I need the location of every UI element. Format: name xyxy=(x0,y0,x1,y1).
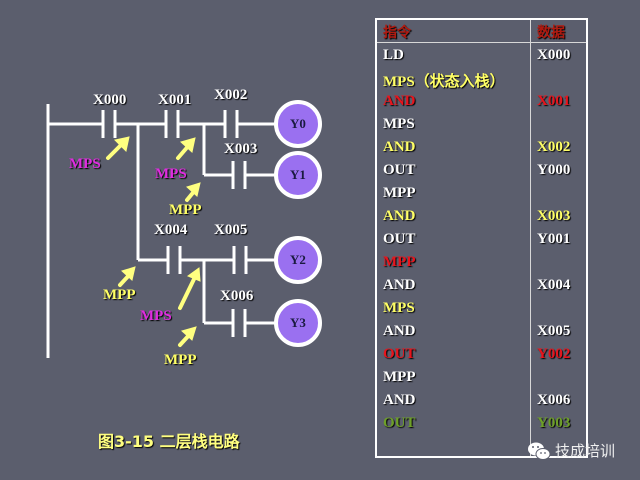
table-row: AND X001 xyxy=(377,93,586,116)
row-data: X002 xyxy=(537,139,571,155)
table-row: MPS xyxy=(377,300,586,323)
coil-label: Y3 xyxy=(290,315,306,330)
annotation-mps: MPS xyxy=(140,308,172,324)
row-command: OUT xyxy=(383,415,416,431)
row-data: Y000 xyxy=(537,162,571,178)
annotation-mpp: MPP xyxy=(103,287,136,303)
table-row: AND X005 xyxy=(377,323,586,346)
table-row: AND X003 xyxy=(377,208,586,231)
row-command: OUT xyxy=(383,231,416,247)
table-row: MPS xyxy=(377,116,586,139)
contact-label-x000: X000 xyxy=(93,92,127,108)
table-row: OUT Y001 xyxy=(377,231,586,254)
contact-x005 xyxy=(232,246,248,274)
coil-y2: Y2 xyxy=(274,236,322,284)
arrow-icon xyxy=(118,266,136,287)
row-data: X006 xyxy=(537,392,571,408)
annotation-mps: MPS xyxy=(155,166,187,182)
row-command: OUT xyxy=(383,162,416,178)
header-data: 数据 xyxy=(537,25,565,41)
row-command: MPS xyxy=(383,300,415,316)
arrow-icon xyxy=(176,137,196,160)
wechat-icon xyxy=(528,442,551,460)
annotation-mpp: MPP xyxy=(164,352,197,368)
row-data: Y002 xyxy=(537,346,571,362)
table-row: AND X006 xyxy=(377,392,586,415)
contact-x000 xyxy=(101,110,117,138)
row-command: MPS（状态入栈） xyxy=(383,74,505,90)
coil-label: Y0 xyxy=(290,116,306,131)
contact-label-x005: X005 xyxy=(214,222,248,238)
contact-label-x006: X006 xyxy=(220,288,254,304)
watermark-text: 技成培训 xyxy=(555,442,616,460)
coil-y1: Y1 xyxy=(274,151,322,199)
table-row: OUT Y000 xyxy=(377,162,586,185)
row-data: X003 xyxy=(537,208,571,224)
row-command: AND xyxy=(383,93,416,109)
coil-label: Y2 xyxy=(290,252,306,267)
figure-caption: 图3-15 二层栈电路 xyxy=(98,432,240,451)
annotation-mps: MPS xyxy=(69,156,101,172)
contact-label-x002: X002 xyxy=(214,87,248,103)
contact-x004 xyxy=(166,246,182,274)
arrow-icon xyxy=(185,182,201,202)
row-command: AND xyxy=(383,208,416,224)
header-divider xyxy=(377,42,586,43)
annotation-mpp: MPP xyxy=(169,202,202,218)
table-row: MPP xyxy=(377,185,586,208)
contact-x002 xyxy=(223,110,239,138)
table-row: AND X004 xyxy=(377,277,586,300)
coil-y0: Y0 xyxy=(274,100,322,148)
table-row: MPS（状态入栈） xyxy=(377,70,586,93)
row-data: X004 xyxy=(537,277,571,293)
table-row: MPP xyxy=(377,369,586,392)
coil-y3: Y3 xyxy=(274,299,322,347)
contact-label-x001: X001 xyxy=(158,92,192,108)
row-data: X000 xyxy=(537,47,571,63)
row-command: OUT xyxy=(383,346,416,362)
header-command: 指令 xyxy=(383,25,411,41)
table-row: LD X000 xyxy=(377,47,586,70)
watermark: 技成培训 xyxy=(527,440,615,461)
arrow-icon xyxy=(106,136,130,160)
row-command: AND xyxy=(383,277,416,293)
contact-label-x004: X004 xyxy=(154,222,188,238)
column-divider xyxy=(530,20,531,456)
row-data: Y001 xyxy=(537,231,571,247)
row-command: AND xyxy=(383,392,416,408)
arrow-icon xyxy=(178,267,201,310)
arrow-icon xyxy=(178,326,197,347)
row-data: Y003 xyxy=(537,415,571,431)
contact-x006 xyxy=(231,309,247,337)
row-command: MPP xyxy=(383,254,416,270)
contact-x003 xyxy=(231,161,247,189)
table-header: 指令 数据 xyxy=(377,20,586,43)
row-data: X001 xyxy=(537,93,571,109)
table-row: MPP xyxy=(377,254,586,277)
row-command: LD xyxy=(383,47,404,63)
table-row: OUT Y002 xyxy=(377,346,586,369)
row-data: X005 xyxy=(537,323,571,339)
contact-x001 xyxy=(164,110,180,138)
row-command: AND xyxy=(383,323,416,339)
contact-label-x003: X003 xyxy=(224,141,258,157)
row-command: MPP xyxy=(383,185,416,201)
coil-label: Y1 xyxy=(290,167,306,182)
row-command: MPS xyxy=(383,116,415,132)
row-command: MPP xyxy=(383,369,416,385)
table-row: AND X002 xyxy=(377,139,586,162)
row-command: AND xyxy=(383,139,416,155)
table-row: OUT Y003 xyxy=(377,415,586,438)
